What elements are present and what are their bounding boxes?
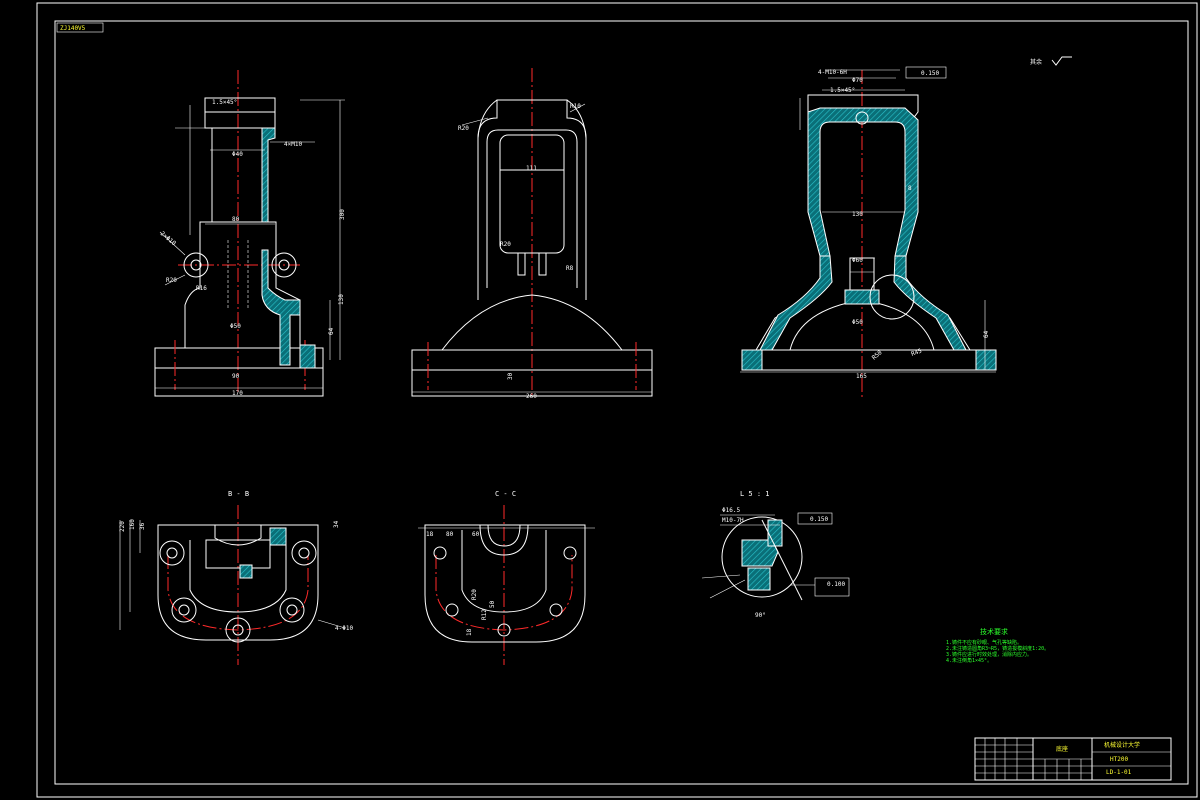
title-part-name: 底座 — [1056, 745, 1068, 753]
svg-text:R50: R50 — [871, 349, 884, 362]
svg-text:220: 220 — [119, 521, 126, 532]
view-front-middle: R20 R10 111 R20 R8 260 30 — [411, 68, 653, 400]
svg-text:R20: R20 — [471, 589, 478, 600]
title-school: 机械设计大学 — [1104, 741, 1140, 749]
border-tag-box — [56, 22, 104, 33]
svg-text:36: 36 — [139, 522, 146, 530]
view-section-right: 0.150 4-M10-6H 1.5×45° Φ70 130 Φ60 Φ50 1… — [740, 66, 997, 400]
view-section-bb: B - B 220 160 36 34 4-Φ10 — [119, 490, 353, 665]
title-drawing-no: LD-1-01 — [1106, 769, 1132, 776]
svg-text:50: 50 — [489, 600, 496, 608]
svg-text:0.150: 0.150 — [921, 70, 939, 77]
svg-text:170: 170 — [232, 390, 243, 397]
svg-text:R45: R45 — [910, 347, 923, 357]
svg-text:64: 64 — [983, 330, 990, 338]
svg-text:64: 64 — [328, 327, 335, 335]
svg-text:30: 30 — [507, 372, 514, 380]
svg-text:R20: R20 — [458, 125, 469, 132]
svg-text:1.5×45°: 1.5×45° — [830, 87, 855, 94]
svg-text:8: 8 — [908, 185, 912, 192]
svg-text:2×Φ10: 2×Φ10 — [159, 230, 178, 247]
view-section-cc: C - C 18 80 60 R20 50 R12 18 — [418, 490, 595, 665]
title-material: HT200 — [1110, 756, 1128, 763]
tech-req-title: 技术要求 — [980, 627, 1008, 636]
svg-text:130: 130 — [338, 294, 345, 305]
svg-text:M10-7H: M10-7H — [722, 517, 744, 524]
svg-text:4-Φ10: 4-Φ10 — [335, 625, 353, 632]
svg-text:Φ50: Φ50 — [230, 323, 241, 330]
inner-frame — [54, 20, 1189, 785]
svg-text:18: 18 — [466, 628, 473, 636]
svg-text:Φ50: Φ50 — [852, 319, 863, 326]
svg-text:90°: 90° — [755, 612, 766, 619]
svg-text:Φ60: Φ60 — [852, 257, 863, 264]
tech-req-item: 2.未注铸造圆角R3~R5，铸造拔模斜度1:20。 — [946, 645, 1049, 652]
svg-text:165: 165 — [856, 373, 867, 380]
svg-text:260: 260 — [526, 393, 537, 400]
svg-text:60: 60 — [472, 531, 480, 538]
svg-text:R16: R16 — [196, 285, 207, 292]
svg-text:300: 300 — [339, 209, 346, 220]
svg-text:Φ70: Φ70 — [852, 77, 863, 84]
svg-text:130: 130 — [852, 211, 863, 218]
svg-text:1.5×45°: 1.5×45° — [212, 99, 237, 106]
tech-req-item: 1.铸件不应有砂眼、气孔等缺陷。 — [946, 639, 1022, 646]
svg-text:160: 160 — [129, 519, 136, 530]
outer-frame — [36, 2, 1198, 798]
svg-text:Φ40: Φ40 — [232, 151, 243, 158]
tech-req-item: 4.未注倒角1×45°。 — [946, 657, 992, 664]
tech-req-item: 3.铸件应进行时效处理，消除内应力。 — [946, 651, 1032, 658]
svg-text:C - C: C - C — [495, 490, 516, 498]
view-detail-l: L 5 : 1 Φ16.5 M10-7H 0.150 0.100 90° — [701, 490, 850, 619]
svg-text:R12: R12 — [481, 609, 488, 620]
svg-text:R20: R20 — [500, 241, 511, 248]
svg-text:L 5 : 1: L 5 : 1 — [740, 490, 770, 498]
svg-text:R20: R20 — [166, 277, 177, 284]
svg-text:111: 111 — [526, 165, 537, 172]
svg-text:80: 80 — [446, 531, 454, 538]
svg-text:R10: R10 — [570, 103, 581, 110]
svg-text:0.100: 0.100 — [827, 581, 845, 588]
svg-text:4×M10: 4×M10 — [284, 141, 302, 148]
svg-text:4-M10-6H: 4-M10-6H — [818, 69, 847, 76]
roughness-note: 其余 — [1030, 56, 1072, 66]
svg-text:90: 90 — [232, 373, 240, 380]
svg-text:0.150: 0.150 — [810, 516, 828, 523]
view-section-left: 1.5×45° 4×M10 Φ40 80 Φ50 90 170 300 130 … — [154, 70, 346, 397]
svg-text:其余: 其余 — [1030, 58, 1042, 66]
title-block: 底座 机械设计大学 HT200 LD-1-01 — [974, 737, 1172, 781]
svg-text:80: 80 — [232, 216, 240, 223]
svg-text:B - B: B - B — [228, 490, 249, 498]
svg-text:R8: R8 — [566, 265, 574, 272]
svg-text:Φ16.5: Φ16.5 — [722, 507, 740, 514]
tech-requirements: 技术要求 1.铸件不应有砂眼、气孔等缺陷。 2.未注铸造圆角R3~R5，铸造拔模… — [946, 627, 1049, 664]
svg-text:34: 34 — [333, 520, 340, 528]
border-tag: ZJ140V5 — [60, 25, 86, 32]
svg-text:18: 18 — [426, 531, 434, 538]
